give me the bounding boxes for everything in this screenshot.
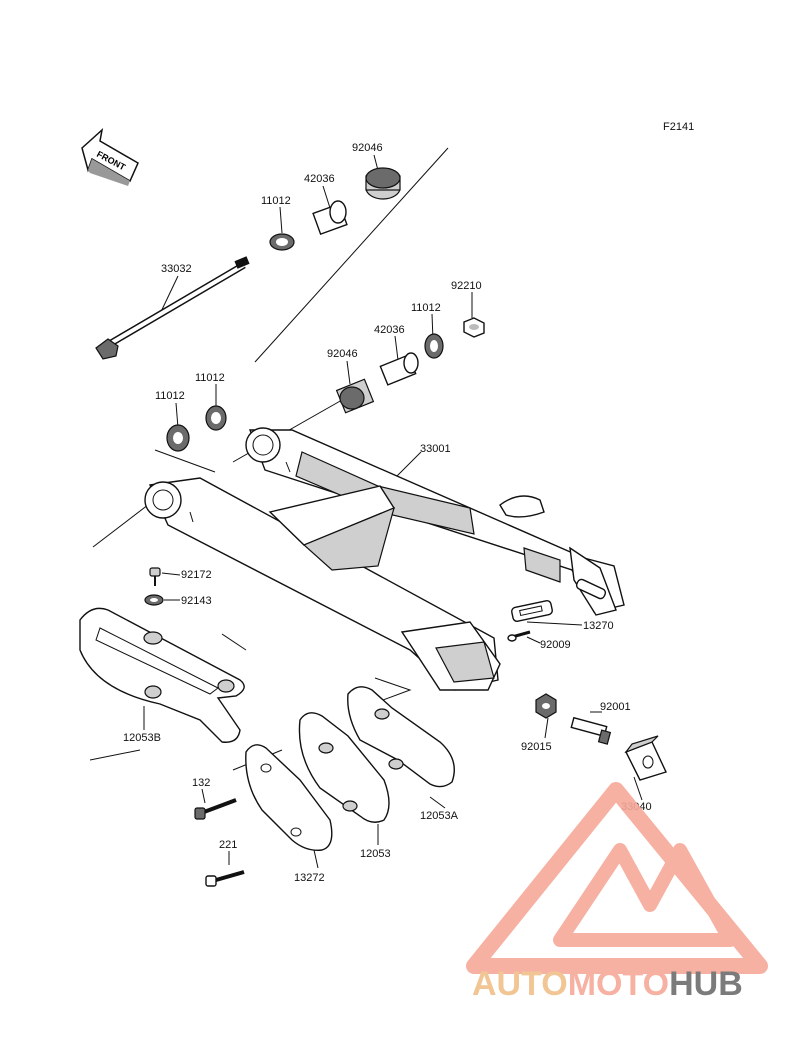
label-92015: 92015 <box>521 741 552 753</box>
label-12053A: 12053A <box>420 810 459 822</box>
label-92001: 92001 <box>600 701 631 713</box>
label-11012-mid: 11012 <box>411 302 441 314</box>
label-12053: 12053 <box>360 848 391 860</box>
pivot-shaft-33032 <box>95 256 250 360</box>
guide-plate-13272 <box>245 744 333 851</box>
label-33001: 33001 <box>420 443 451 455</box>
label-11012-top: 11012 <box>261 195 291 207</box>
bushing-92046-top <box>365 167 401 200</box>
automotohub-logo: AUTOMOTOHUB <box>466 782 768 1003</box>
seal-11012-top <box>269 233 295 251</box>
guide-plate-12053 <box>298 712 390 823</box>
adjuster-block-33040 <box>624 735 667 781</box>
logo-text-moto: MOTO <box>568 965 669 1003</box>
label-42036-mid: 42036 <box>374 324 405 336</box>
washer-92143 <box>144 594 164 606</box>
label-92210: 92210 <box>451 280 482 292</box>
label-13272: 13272 <box>294 872 325 884</box>
collar-42036-top <box>312 200 348 236</box>
label-92172: 92172 <box>181 569 212 581</box>
label-92009: 92009 <box>540 639 571 651</box>
label-92046-top: 92046 <box>352 142 383 154</box>
label-33032: 33032 <box>161 263 192 275</box>
label-221: 221 <box>219 839 237 851</box>
logo-text-hub: HUB <box>669 965 743 1003</box>
chain-guide-12053B <box>79 607 245 743</box>
label-92143: 92143 <box>181 595 212 607</box>
seal-11012-left-b <box>166 424 190 452</box>
guide-plate-12053A <box>347 686 455 788</box>
plate-13270 <box>511 600 553 622</box>
label-12053B: 12053B <box>123 732 161 744</box>
label-42036-top: 42036 <box>304 173 335 185</box>
nut-92015 <box>535 693 557 719</box>
bolt-132 <box>194 798 237 820</box>
axle-bolt-92001 <box>570 716 612 745</box>
bolt-92172 <box>149 567 161 586</box>
bolt-221 <box>205 870 245 887</box>
bushing-92046-mid <box>335 378 375 414</box>
label-11012-left-b: 11012 <box>155 390 185 402</box>
front-arrow-icon: FRONT <box>81 127 139 186</box>
nut-92210 <box>463 317 485 338</box>
seal-11012-left-a <box>205 405 227 431</box>
label-132: 132 <box>192 777 210 789</box>
logo-text-auto: AUTO <box>472 965 568 1003</box>
screw-92009 <box>507 630 531 642</box>
swingarm-33001 <box>144 427 625 691</box>
label-13270: 13270 <box>583 620 614 632</box>
seal-11012-mid <box>424 333 444 359</box>
svg-text:AUTOMOTOHUB: AUTOMOTOHUB <box>472 965 743 1003</box>
collar-42036-mid <box>379 352 419 386</box>
label-92046-mid: 92046 <box>327 348 358 360</box>
label-11012-left-a: 11012 <box>195 372 225 384</box>
figure-code: F2141 <box>663 121 694 133</box>
